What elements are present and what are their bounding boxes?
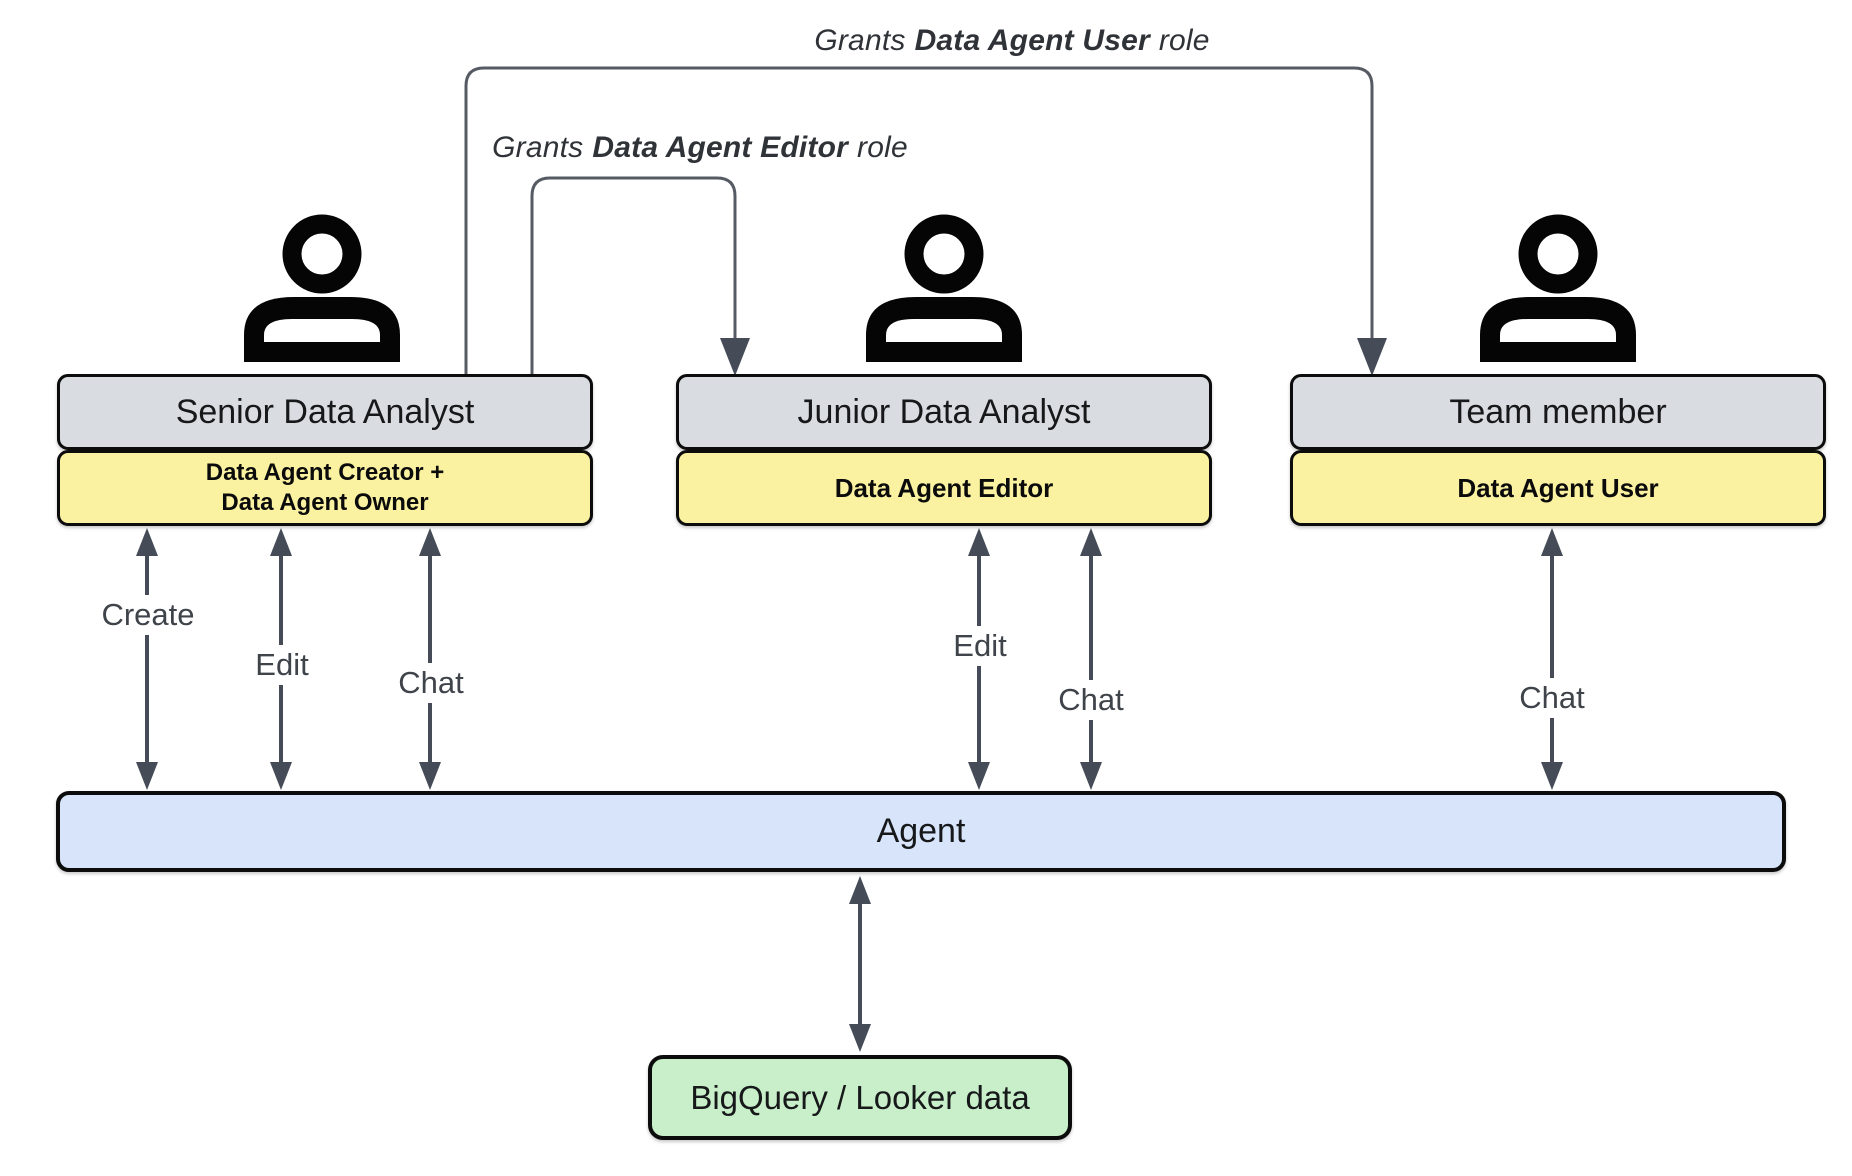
grant-user-suffix: role bbox=[1158, 24, 1210, 57]
actor-title-senior-label: Senior Data Analyst bbox=[175, 392, 475, 431]
actor-title-junior: Junior Data Analyst bbox=[676, 374, 1212, 450]
role-team-line1: Data Agent User bbox=[1457, 472, 1659, 503]
grant-user-arrowhead-icon bbox=[1357, 338, 1387, 376]
action-label-create: Create bbox=[93, 595, 203, 635]
grant-editor-line bbox=[530, 176, 737, 374]
action-label-senior-edit: Edit bbox=[247, 645, 317, 685]
agent-label: Agent bbox=[876, 812, 966, 850]
person-icon bbox=[1480, 214, 1636, 362]
role-senior-line1: Data Agent Creator + bbox=[205, 459, 445, 486]
actor-title-senior: Senior Data Analyst bbox=[57, 374, 593, 450]
grant-user-role-name: Data Agent User bbox=[914, 24, 1150, 57]
actor-title-team: Team member bbox=[1290, 374, 1826, 450]
role-senior-line2: Data Agent Owner bbox=[221, 489, 429, 516]
grant-user-line bbox=[464, 66, 1374, 374]
datastore-box: BigQuery / Looker data bbox=[648, 1055, 1072, 1140]
grant-editor-prefix: Grants bbox=[492, 131, 584, 164]
grant-user-prefix: Grants bbox=[814, 24, 906, 57]
grant-editor-arrowhead-icon bbox=[720, 338, 750, 376]
role-junior-line1: Data Agent Editor bbox=[834, 472, 1054, 503]
actor-title-junior-label: Junior Data Analyst bbox=[797, 392, 1091, 431]
action-label-senior-chat: Chat bbox=[390, 663, 472, 703]
action-label-junior-edit: Edit bbox=[945, 626, 1015, 666]
role-box-senior: Data Agent Creator + Data Agent Owner bbox=[57, 450, 593, 526]
role-box-team: Data Agent User bbox=[1290, 450, 1826, 526]
person-icon bbox=[866, 214, 1022, 362]
agent-bar: Agent bbox=[56, 791, 1786, 872]
action-label-team-chat: Chat bbox=[1511, 678, 1593, 718]
datastore-label: BigQuery / Looker data bbox=[690, 1078, 1030, 1116]
actor-title-team-label: Team member bbox=[1449, 392, 1667, 431]
person-icon bbox=[244, 214, 400, 362]
grant-editor-role-name: Data Agent Editor bbox=[592, 131, 849, 164]
grant-editor-suffix: role bbox=[857, 131, 908, 164]
role-box-junior: Data Agent Editor bbox=[676, 450, 1212, 526]
action-label-junior-chat: Chat bbox=[1050, 680, 1132, 720]
